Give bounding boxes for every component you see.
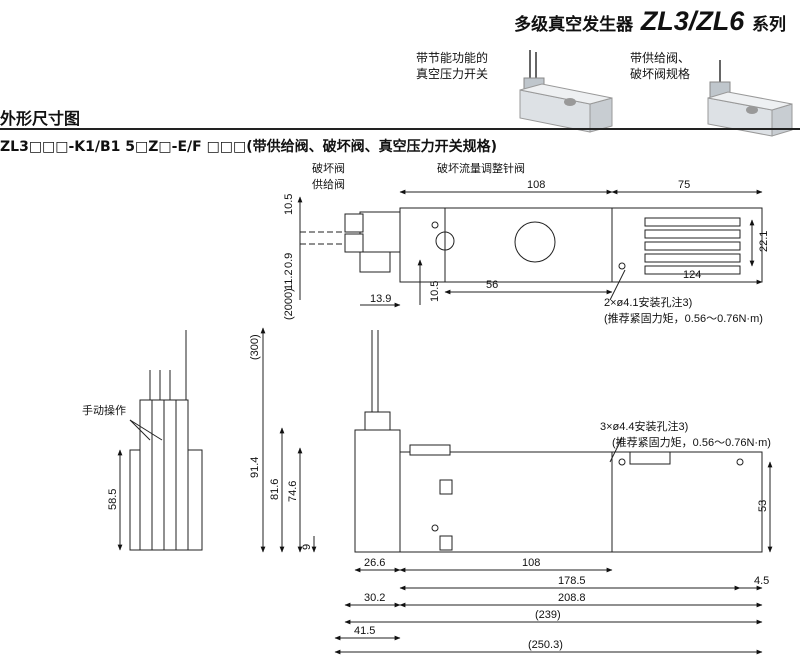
dim-top-124: 124 — [683, 269, 701, 281]
top-view-body — [399, 207, 763, 283]
product-photo-valves — [707, 60, 793, 137]
product-photos — [519, 50, 793, 137]
side-view-body — [399, 451, 763, 553]
dim-side-300: (300) — [249, 334, 261, 360]
dim-top-10-5b: 10.5 — [429, 281, 441, 302]
dim-top-0-9: 0.9 — [283, 253, 295, 268]
dim-side-26-6: 26.6 — [364, 557, 385, 569]
dim-side-178-5: 178.5 — [558, 575, 586, 587]
label-manual-operation: 手动操作 — [82, 403, 126, 417]
label-side-mount-hole: 3×ø4.4安装孔注3) — [600, 419, 688, 433]
label-top-torque: (推荐紧固力矩，0.56～0.76N·m) — [604, 311, 763, 325]
dim-side-250-3: (250.3) — [528, 639, 563, 651]
dim-side-208-8: 208.8 — [558, 592, 586, 604]
dim-side-74-6: 74.6 — [287, 481, 299, 502]
dim-side-9: 9 — [301, 544, 313, 550]
label-flow-adjust-needle: 破坏流量调整针阀 — [437, 161, 525, 175]
label-break-valve: 破坏阀 — [312, 161, 345, 175]
dim-side-41-5: 41.5 — [354, 625, 375, 637]
dim-top-56: 56 — [486, 279, 498, 291]
dim-side-239: (239) — [535, 609, 561, 621]
dim-side-108: 108 — [522, 557, 540, 569]
flow-adjust-needle — [435, 231, 455, 251]
dim-top-75: 75 — [678, 179, 690, 191]
photo-caption-switch: 带节能功能的 真空压力开关 — [416, 51, 489, 81]
break-valve — [344, 213, 364, 233]
dim-top-10-5a: 10.5 — [283, 194, 295, 215]
top-view-fins — [644, 217, 741, 275]
series-title-model: ZL3/ZL6 — [640, 6, 745, 36]
series-title: 多级真空发生器 ZL3/ZL6 系列 — [514, 6, 786, 37]
dim-side-30-2: 30.2 — [364, 592, 385, 604]
dim-top-13-9: 13.9 — [370, 293, 391, 305]
dim-side-4-5: 4.5 — [754, 575, 769, 587]
model-code: ZL3□□□-K1/B1 5□Z□-E/F □□□(带供给阀、破坏阀、真空压力开… — [0, 139, 498, 155]
photo-caption-valves: 带供给阀、 破坏阀规格 — [630, 51, 691, 81]
section-heading: 外形尺寸图 — [0, 109, 81, 128]
section-divider — [0, 128, 800, 130]
supply-valve — [359, 211, 401, 253]
series-title-prefix: 多级真空发生器 — [514, 15, 634, 35]
dim-top-11-2: 11.2 — [283, 269, 295, 290]
dim-top-22-1: 22.1 — [758, 231, 770, 252]
label-supply-valve: 供给阀 — [312, 177, 345, 191]
label-side-torque: (推荐紧固力矩，0.56～0.76N·m) — [612, 435, 771, 449]
dim-side-53: 53 — [757, 500, 769, 512]
top-view — [297, 189, 763, 308]
product-photo-switch — [519, 50, 613, 133]
dim-side-91-4: 91.4 — [249, 457, 261, 478]
top-view-port — [514, 221, 556, 263]
series-title-suffix: 系列 — [752, 15, 786, 35]
dim-side-81-6: 81.6 — [269, 479, 281, 500]
dim-top-108: 108 — [527, 179, 545, 191]
side-view-valve-block — [354, 429, 401, 553]
side-view — [260, 327, 773, 655]
end-view — [117, 330, 203, 551]
dim-side-58-5: 58.5 — [107, 489, 119, 510]
label-top-mount-hole: 2×ø4.1安装孔注3) — [604, 295, 692, 309]
dim-top-2000: (2000) — [283, 288, 295, 320]
